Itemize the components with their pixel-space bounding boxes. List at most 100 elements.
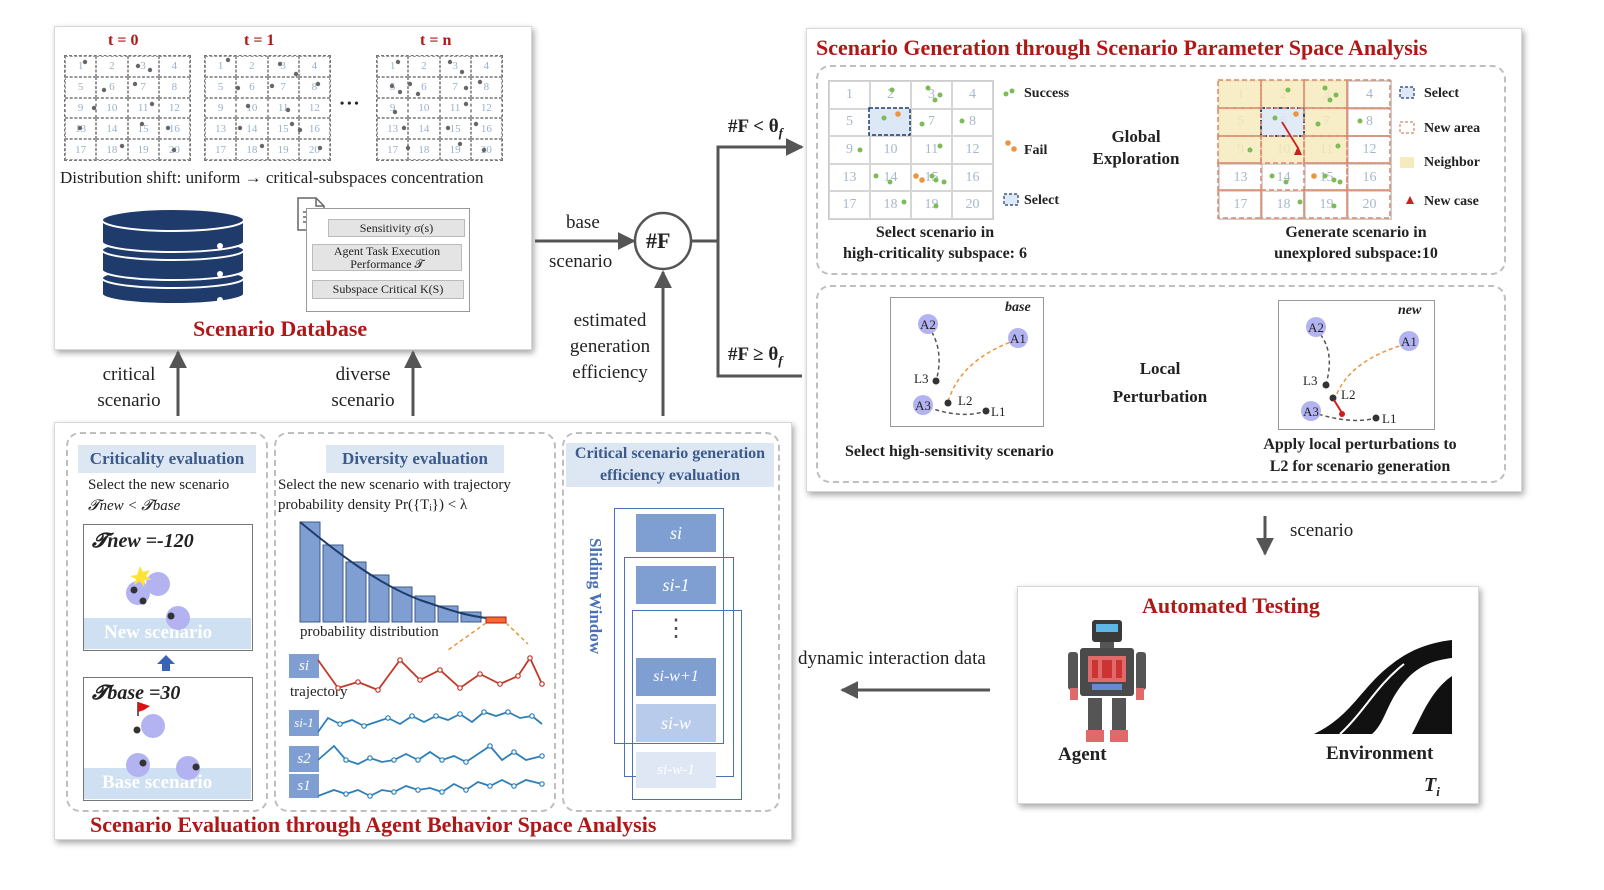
grid-cell: 6 xyxy=(96,76,128,98)
base-tag: base xyxy=(1005,300,1031,315)
cap-right-line1: Generate scenario in xyxy=(1285,224,1427,241)
grid-cell: 5 xyxy=(65,76,97,98)
grid-cell: 8 xyxy=(158,76,190,98)
local-perturbation-region xyxy=(816,285,1506,483)
legend-select-left: Select xyxy=(1024,193,1059,208)
grid-cell: 1 xyxy=(65,56,97,77)
est-line3: efficiency xyxy=(572,362,648,383)
eff-head-line1: Critical scenario generation xyxy=(574,445,766,462)
traj-label-s2: s2 xyxy=(289,746,319,772)
grid-cell: 1 xyxy=(829,81,870,109)
caption-generate-subspace: Generate scenario in unexplored subspace… xyxy=(1236,222,1476,264)
grid-cell: 19 xyxy=(127,139,159,160)
grid-cell: 11 xyxy=(439,97,471,119)
est-line1: estimated xyxy=(573,310,647,331)
scenario-output-label: scenario xyxy=(1290,520,1354,541)
grid-cell: 19 xyxy=(267,139,299,160)
efficiency-region xyxy=(562,432,780,812)
legend-success: Success xyxy=(1024,86,1070,101)
grid-cell: 10 xyxy=(408,97,440,119)
grid-cell: 1 xyxy=(205,56,237,77)
cond-low-text: #F < θ xyxy=(728,116,779,137)
cap-left-line1: Select scenario in xyxy=(875,224,995,241)
new-scenario-value: 𝓣new =-120 xyxy=(92,530,194,552)
base-scenario-band xyxy=(84,768,251,799)
grid-cell: 4 xyxy=(158,56,190,77)
grid-cell: 19 xyxy=(439,139,471,160)
base-scenario-value: 𝓣base =30 xyxy=(92,682,181,704)
node-l3-new: L3 xyxy=(1303,373,1318,388)
caption-apply-perturbation: Apply local perturbations to L2 for scen… xyxy=(1240,434,1480,478)
new-tag: new xyxy=(1398,303,1422,318)
distribution-shift-text: Distribution shift: uniform → critical-s… xyxy=(60,168,484,187)
win-si-text: si xyxy=(669,523,682,543)
grid-cell: 17 xyxy=(829,191,870,219)
traj-label-s1: s1 xyxy=(289,774,319,798)
apply-line1: Apply local perturbations to xyxy=(1263,436,1457,453)
time-label-0: t = 0 xyxy=(108,32,139,49)
robot-icon xyxy=(1068,620,1146,742)
grid-cell: 14 xyxy=(96,118,128,140)
win-siw-text: si-w xyxy=(660,713,691,733)
grid-cell: 5 xyxy=(205,76,237,98)
cap-left-line2: high-criticality subspace: 6 xyxy=(843,245,1027,262)
traj-si-text: si xyxy=(298,658,309,674)
grid-cell: 2 xyxy=(408,56,440,77)
metric-sensitivity: Sensitivity σ(s) xyxy=(328,219,465,237)
grid-cell: 14 xyxy=(408,118,440,140)
grid-cell: 4 xyxy=(470,56,502,77)
grid-cell: 7 xyxy=(127,76,159,98)
window-ellipsis: ⋮ xyxy=(664,616,688,642)
grid-cell: 1 xyxy=(377,56,409,77)
grid-cell: 8 xyxy=(298,76,330,98)
grid-cell: 16 xyxy=(158,118,190,140)
window-frame-3 xyxy=(632,610,742,800)
grid-cell: 13 xyxy=(205,118,237,140)
grid-cell: 3 xyxy=(439,56,471,77)
up-arrow-icon xyxy=(157,655,175,671)
time-label-1: t = 1 xyxy=(244,32,275,49)
win-siw1-text: si-w+1 xyxy=(653,668,699,685)
win-si1-text: si-1 xyxy=(662,575,690,595)
grid-cell: 12 xyxy=(470,97,502,119)
criticality-condition: 𝓣new < 𝓣base xyxy=(88,498,181,514)
node-a2-new: A2 xyxy=(1308,320,1324,335)
grid-cell: 7 xyxy=(439,76,471,98)
grid-cell: 17 xyxy=(205,139,237,160)
critical-label-line1: critical xyxy=(102,364,156,385)
legend-new-area: New area xyxy=(1424,121,1481,136)
node-a2-base: A2 xyxy=(920,317,936,332)
grid-cell: 20 xyxy=(952,191,993,219)
node-l1-new: L1 xyxy=(1382,411,1397,426)
probability-label: probability distribution xyxy=(300,624,439,640)
grid-cell: 7 xyxy=(911,108,952,137)
estimated-efficiency-label: estimated generation efficiency xyxy=(560,308,660,386)
window-frame-1 xyxy=(614,508,724,744)
traj-s1-text: s1 xyxy=(297,778,311,794)
time-label-n: t = n xyxy=(420,32,452,49)
local-perturbation-label: Local Perturbation xyxy=(1100,355,1220,411)
grid-cell: 9 xyxy=(377,97,409,119)
grid-cell: 3 xyxy=(267,56,299,77)
road-icon xyxy=(1314,640,1452,735)
grid-cell: 20 xyxy=(298,139,330,160)
traj-label-si-1: si-1 xyxy=(289,710,319,736)
node-l2-base: L2 xyxy=(958,393,973,408)
dynamic-data-label: dynamic interaction data xyxy=(798,648,986,669)
diverse-label-line1: diverse xyxy=(335,364,391,385)
node-l2-new: L2 xyxy=(1341,387,1356,402)
legend-select-right: Select xyxy=(1424,86,1459,101)
trajectory-label: trajectory xyxy=(290,684,348,700)
grid-cell: 18 xyxy=(236,139,268,160)
task-text: T xyxy=(1424,774,1437,796)
window-s-i-1: si-1 xyxy=(636,566,716,604)
grid-cell: 3 xyxy=(911,81,952,109)
scenario-generation-title: Scenario Generation through Scenario Par… xyxy=(816,35,1428,60)
window-s-i: si xyxy=(636,514,716,552)
